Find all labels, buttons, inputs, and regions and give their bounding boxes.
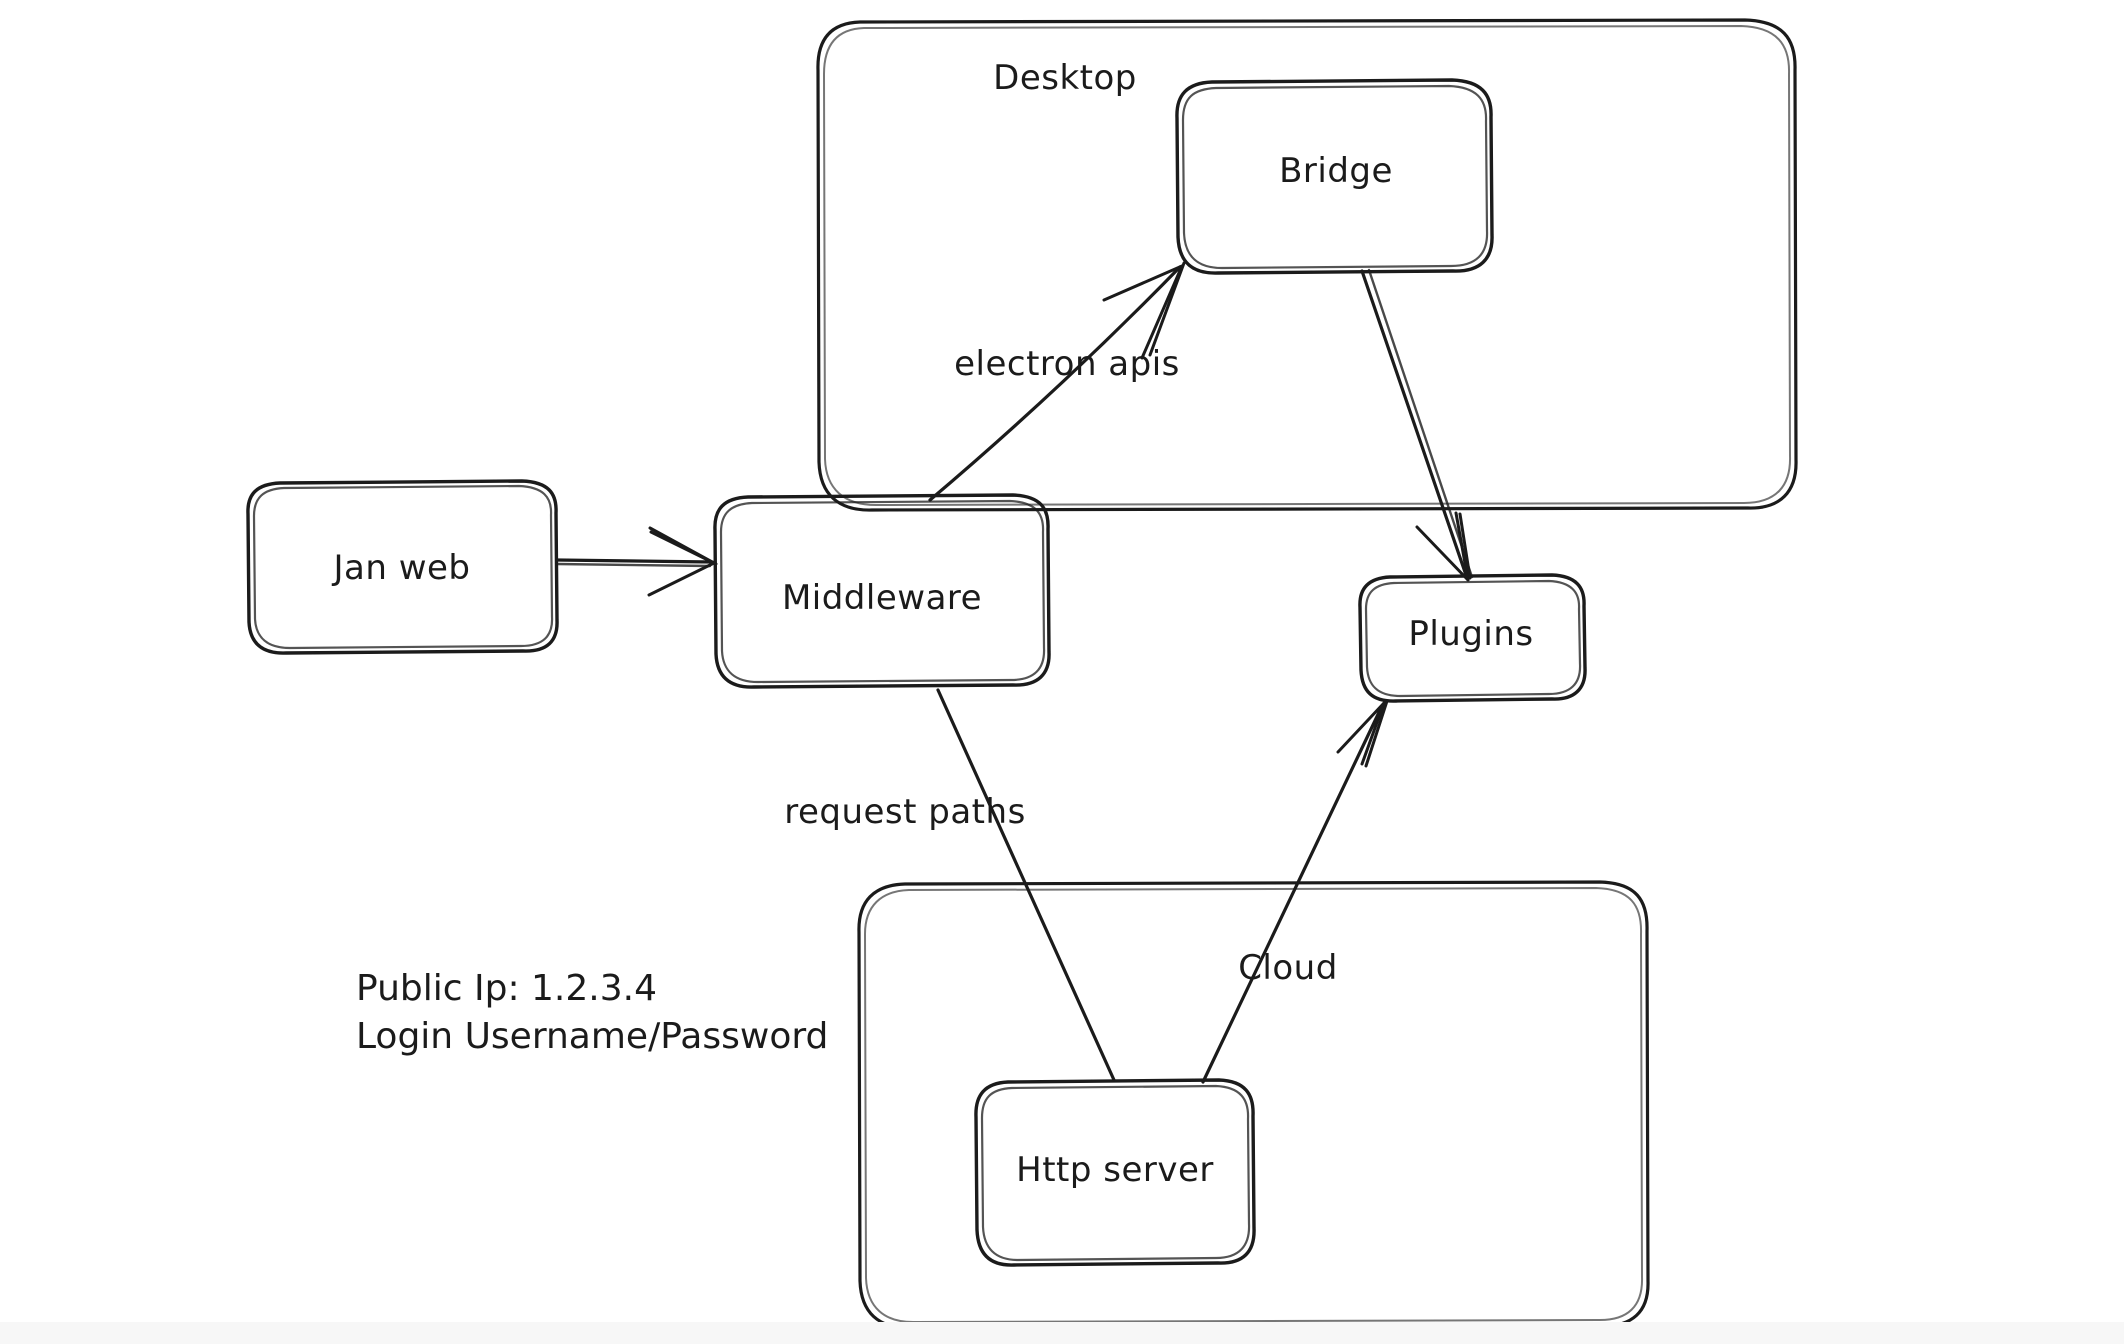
edge-label-cloud: Cloud	[1238, 948, 1338, 988]
note-login-credentials: Login Username/Password	[356, 1016, 829, 1057]
bottom-edge-band	[0, 1322, 2124, 1344]
node-label-jan-web: Jan web	[333, 548, 471, 588]
note-public-ip: Public Ip: 1.2.3.4	[356, 968, 657, 1009]
group-label-desktop: Desktop	[993, 58, 1137, 98]
edge-middleware-to-http-server	[936, 688, 1116, 1082]
node-label-plugins: Plugins	[1408, 614, 1534, 654]
node-label-http-server: Http server	[1016, 1150, 1214, 1190]
node-middleware-shape	[713, 493, 1051, 689]
edge-label-request-paths: request paths	[784, 792, 1026, 832]
node-bridge-shape	[1175, 78, 1494, 275]
node-jan-web-shape	[246, 479, 559, 655]
edge-middleware-to-bridge	[928, 261, 1186, 502]
edge-janweb-to-middleware	[555, 526, 718, 597]
edge-http-server-to-plugins	[1201, 699, 1389, 1084]
node-label-bridge: Bridge	[1279, 151, 1393, 191]
node-http-server-shape	[974, 1078, 1256, 1267]
edge-bridge-to-plugins	[1360, 268, 1474, 582]
node-plugins-shape	[1358, 573, 1587, 703]
node-label-middleware: Middleware	[781, 578, 983, 618]
group-desktop-shape	[816, 18, 1798, 512]
edge-label-electron-apis: electron apis	[954, 344, 1180, 384]
